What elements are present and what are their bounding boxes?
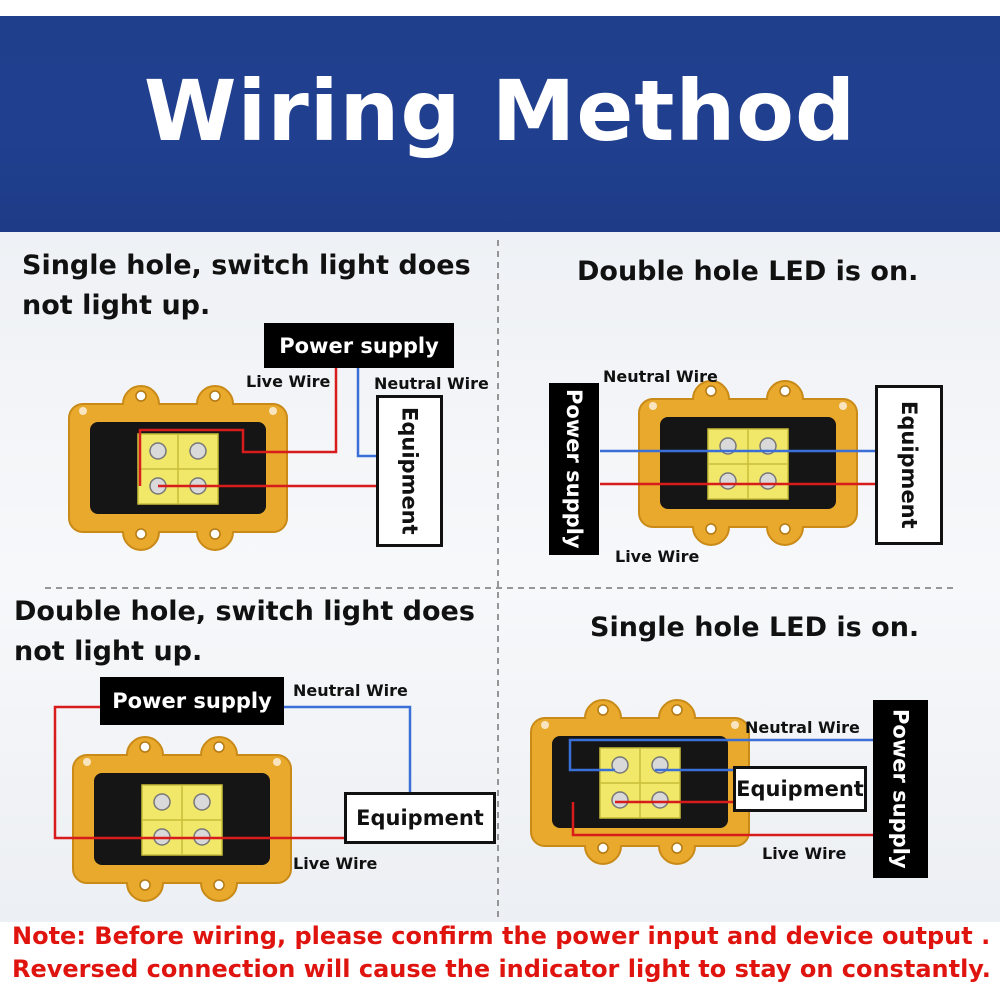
power-supply-box: Power supply (549, 383, 599, 555)
switch-bottom-right (530, 699, 750, 865)
switch-top-right (638, 380, 858, 546)
live-wire-label: Live Wire (293, 854, 378, 873)
heading-line: not light up. (14, 636, 203, 667)
equipment-box: Equipment (376, 395, 443, 547)
heading-top-left: Single hole, switch light does not light… (22, 246, 471, 326)
live-wire-label: Live Wire (246, 372, 331, 391)
equipment-box: Equipment (344, 792, 496, 844)
live-wire-label: Live Wire (615, 547, 700, 566)
heading-line: Single hole, switch light does (22, 250, 471, 281)
banner-top-strip (0, 0, 1000, 16)
heading-line: Double hole, switch light does (14, 596, 475, 627)
heading-bottom-left: Double hole, switch light does not light… (14, 592, 475, 672)
equipment-box: Equipment (875, 385, 943, 545)
power-supply-box: Power supply (264, 323, 454, 368)
neutral-wire-label: Neutral Wire (293, 681, 408, 700)
neutral-wire-label: Neutral Wire (745, 718, 860, 737)
title-banner (0, 0, 1000, 232)
note-line-2: Reversed connection will cause the indic… (12, 955, 991, 983)
power-supply-box: Power supply (873, 700, 928, 878)
equipment-box: Equipment (733, 766, 867, 812)
switch-top-left (68, 385, 288, 551)
switch-bottom-left (72, 736, 292, 902)
neutral-wire-label: Neutral Wire (603, 367, 718, 386)
power-supply-box: Power supply (100, 677, 284, 725)
heading-top-right: Double hole LED is on. (577, 256, 919, 287)
heading-line: not light up. (22, 290, 211, 321)
page-title: Wiring Method (143, 62, 857, 160)
heading-bottom-right: Single hole LED is on. (590, 612, 920, 643)
neutral-wire-label: Neutral Wire (374, 374, 489, 393)
note-line-1: Note: Before wiring, please confirm the … (12, 922, 991, 950)
live-wire-label: Live Wire (762, 844, 847, 863)
